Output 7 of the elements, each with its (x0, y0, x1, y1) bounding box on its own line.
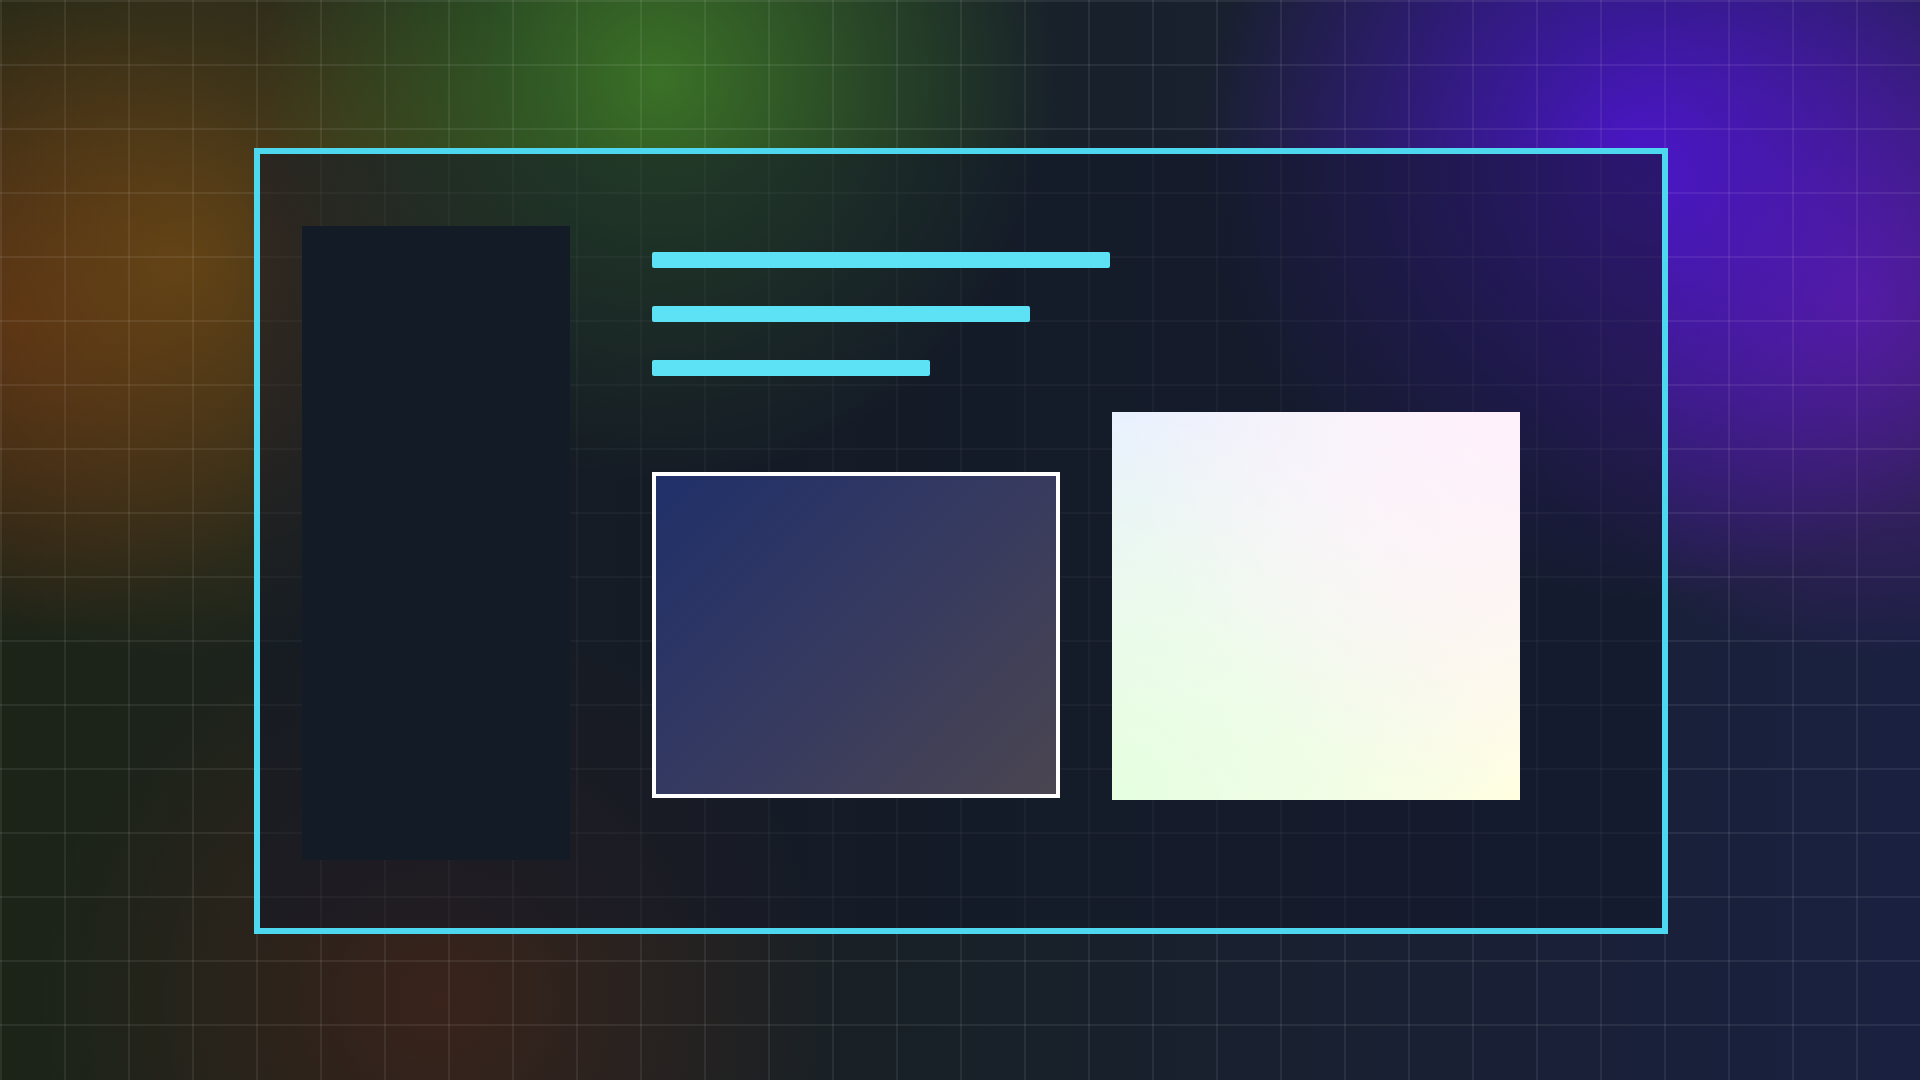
image-placeholder (1112, 412, 1520, 800)
text-line-placeholder (652, 306, 1030, 322)
sidebar-panel (302, 226, 570, 860)
text-line-placeholder (652, 360, 930, 376)
text-line-placeholder (652, 252, 1110, 268)
window-frame (254, 148, 1668, 934)
image-placeholder (652, 472, 1060, 798)
